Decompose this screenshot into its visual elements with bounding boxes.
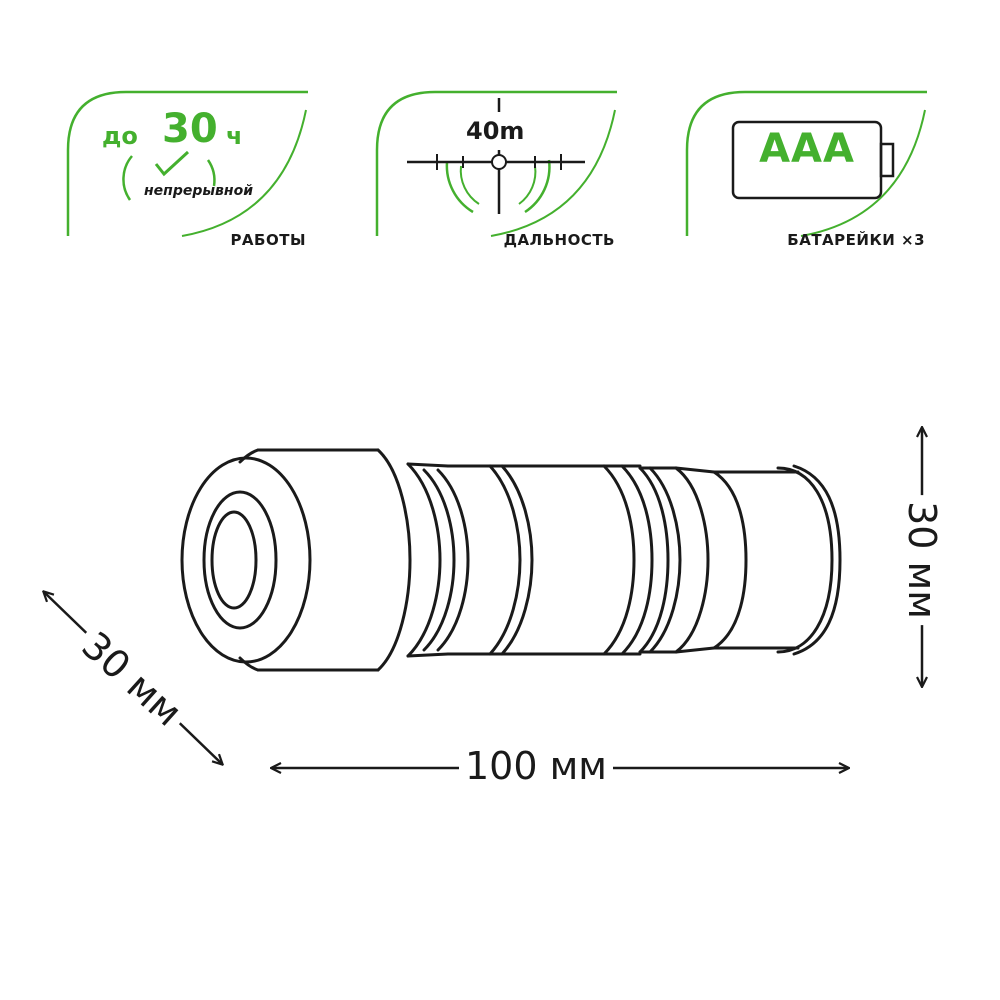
battery-icon — [731, 120, 895, 200]
clock-icon — [122, 150, 216, 201]
card-frame — [685, 90, 927, 237]
range-card: 40m ДАЛЬНОСТЬ — [373, 90, 623, 249]
runtime-caption: РАБОТЫ — [230, 231, 306, 249]
crosshair-icon — [407, 98, 585, 214]
flashlight-icon — [180, 448, 842, 672]
card-frame — [66, 90, 308, 237]
height-dimension-label: 30 мм — [900, 495, 944, 625]
length-dimension-label: 100 мм — [459, 747, 613, 785]
battery-type: AAA — [759, 126, 855, 172]
range-caption: ДАЛЬНОСТЬ — [503, 231, 615, 249]
runtime-unit: ч — [226, 122, 243, 150]
runtime-value: 30 — [162, 106, 218, 152]
range-value: 40m — [466, 117, 525, 145]
battery-card: AAA БАТАРЕЙКИ ×3 — [683, 90, 933, 249]
battery-caption: БАТАРЕЙКИ ×3 — [787, 231, 925, 249]
runtime-note: непрерывной — [144, 183, 253, 199]
runtime-card: до 30 ч непрерывной РАБОТЫ — [64, 90, 314, 249]
runtime-prefix: до — [102, 122, 138, 150]
card-frame — [375, 90, 617, 237]
